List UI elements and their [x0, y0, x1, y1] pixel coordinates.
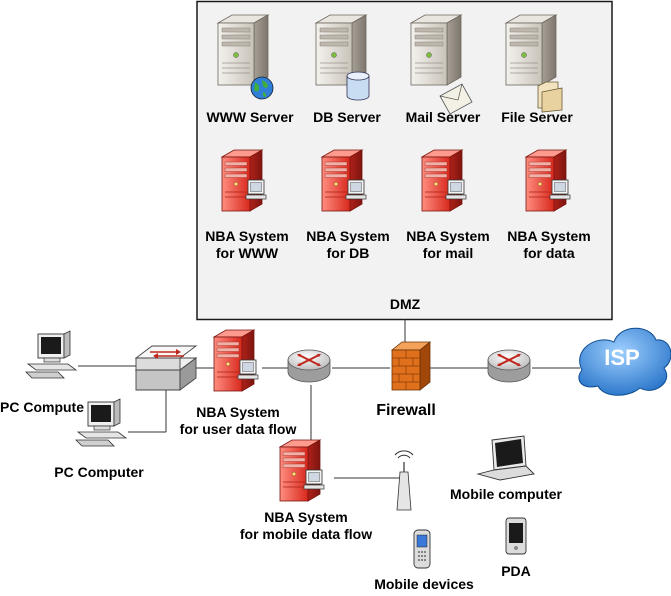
laptop-icon	[476, 435, 535, 481]
router-inner-icon	[287, 349, 331, 383]
nba-user-line2: for user data flow	[179, 421, 297, 437]
firewall-icon	[390, 341, 432, 391]
mobile-phone-icon	[413, 529, 431, 569]
envelope-icon	[439, 83, 473, 115]
nba-user-line1: NBA System	[196, 404, 280, 420]
nba-db-line2: for DB	[326, 245, 370, 261]
nba-www-label: NBA System for WWW	[196, 228, 298, 262]
dmz-label: DMZ	[389, 296, 421, 312]
firewall-label: Firewall	[376, 402, 436, 419]
nba-user-icon	[213, 329, 259, 392]
pda-icon	[505, 517, 527, 555]
switch-icon	[134, 345, 198, 391]
nba-mobile-label: NBA System for mobile data flow	[228, 509, 384, 543]
connection-lines	[78, 319, 580, 479]
isp-cloud-icon	[578, 327, 671, 396]
nba-mail-label: NBA System for mail	[398, 228, 498, 262]
nba-db-icon	[321, 149, 367, 212]
nba-mobile-icon	[279, 439, 325, 502]
isp-label: ISP	[604, 345, 640, 370]
folder-icon	[537, 81, 563, 113]
nba-www-line2: for WWW	[215, 245, 279, 261]
mobile-devices-label: Mobile devices	[374, 576, 474, 592]
nba-mail-line1: NBA System	[406, 228, 490, 244]
nba-mail-icon	[421, 149, 467, 212]
nba-mobile-line1: NBA System	[264, 509, 348, 525]
wireless-access-point-icon	[394, 450, 414, 511]
mail-server-icon	[410, 14, 462, 86]
pc-computer-1-label: PC Compute	[0, 399, 84, 415]
nba-mobile-line2: for mobile data flow	[239, 526, 373, 542]
mail-server-label: Mail Server	[405, 109, 481, 125]
nba-data-line1: NBA System	[507, 228, 591, 244]
nba-db-line1: NBA System	[306, 228, 390, 244]
www-server-icon	[217, 14, 269, 86]
nba-mail-line2: for mail	[422, 245, 474, 261]
nba-user-label: NBA System for user data flow	[168, 404, 308, 438]
nba-data-icon	[525, 149, 571, 212]
www-server-label: WWW Server	[206, 109, 294, 125]
nba-db-label: NBA System for DB	[298, 228, 398, 262]
globe-icon	[250, 76, 274, 100]
mobile-computer-label: Mobile computer	[449, 486, 562, 502]
pda-label: PDA	[501, 563, 531, 579]
nba-www-icon	[221, 149, 267, 212]
nba-data-line2: for data	[523, 245, 575, 261]
nba-data-label: NBA System for data	[498, 228, 600, 262]
file-server-label: File Server	[501, 109, 573, 125]
db-server-label: DB Server	[313, 109, 381, 125]
file-server-icon	[505, 14, 557, 86]
pc-computer-2-label: PC Computer	[54, 464, 144, 480]
nba-www-line1: NBA System	[205, 228, 289, 244]
pc-computer-1-icon	[25, 330, 77, 379]
router-outer-icon	[487, 349, 531, 383]
database-icon	[346, 71, 370, 101]
